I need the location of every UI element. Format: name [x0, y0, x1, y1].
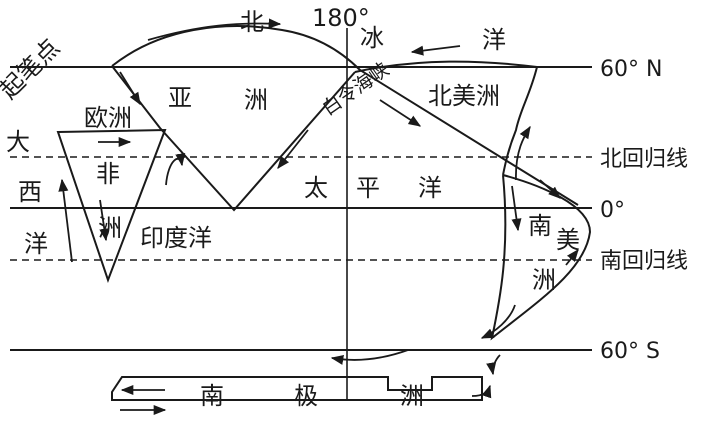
label-180: 180° — [312, 4, 370, 32]
label-africa-fei: 非 — [96, 160, 120, 188]
label-tropic-capricorn: 南回归线 — [600, 249, 688, 274]
label-ant-ji: 极 — [294, 382, 318, 410]
arrow-na-east — [539, 179, 561, 199]
africa-outline — [56, 128, 167, 283]
label-atl-yang: 洋 — [24, 230, 48, 258]
label-atl-da: 大 — [6, 128, 30, 156]
label-europe: 欧洲 — [84, 104, 132, 132]
arrow-sa-left-down — [511, 185, 522, 232]
label-indian-ocean: 印度洋 — [140, 224, 212, 252]
arrow-sa-right-up — [565, 249, 579, 266]
label-pac-ping: 平 — [356, 174, 380, 202]
label-start-point: 起笔点 — [0, 34, 65, 105]
label-asia-ya: 亚 — [168, 84, 192, 112]
label-north-america: 北美洲 — [428, 82, 500, 110]
label-ant-nan: 南 — [200, 382, 224, 410]
arrow-sa-south — [480, 304, 516, 339]
arrow-africa-hook — [165, 153, 186, 186]
arrow-ant-right — [471, 384, 492, 399]
arrow-arctic-top — [147, 18, 282, 41]
antarctica-outline — [111, 376, 483, 401]
label-bing: 冰 — [360, 24, 384, 52]
arrow-africa-down — [99, 199, 110, 242]
label-asia-zhou: 洲 — [244, 86, 268, 114]
arrow-arctic-right — [410, 45, 461, 56]
south-america-outline — [490, 174, 592, 341]
arrow-pacific-diagonal — [277, 129, 309, 169]
label-atl-xi: 西 — [18, 178, 42, 206]
arrow-bering — [379, 99, 422, 127]
label-pac-yang: 洋 — [418, 174, 442, 202]
label-tropic-cancer: 北回归线 — [600, 147, 688, 172]
label-bei: 北 — [240, 8, 264, 36]
label-sa-zhou: 洲 — [532, 266, 556, 294]
label-pac-tai: 太 — [304, 174, 328, 202]
label-africa-zhou: 洲 — [98, 214, 122, 242]
label-sa-nan: 南 — [528, 212, 552, 240]
north-america-outline — [354, 60, 539, 176]
eurasia-outline — [111, 25, 579, 212]
label-60s: 60° S — [600, 339, 660, 364]
label-sa-mei: 美 — [556, 226, 580, 254]
label-equator: 0° — [600, 198, 625, 223]
arrow-atlantic-up — [58, 178, 73, 263]
label-yang-top: 洋 — [482, 26, 506, 54]
arrow-start-down — [119, 71, 141, 106]
label-60n: 60° N — [600, 57, 662, 82]
label-ant-zhou: 洲 — [400, 382, 424, 410]
arrow-na-hook — [515, 125, 531, 181]
arrow-southern-ocean — [330, 349, 409, 365]
arrow-ant-hook — [486, 354, 501, 376]
